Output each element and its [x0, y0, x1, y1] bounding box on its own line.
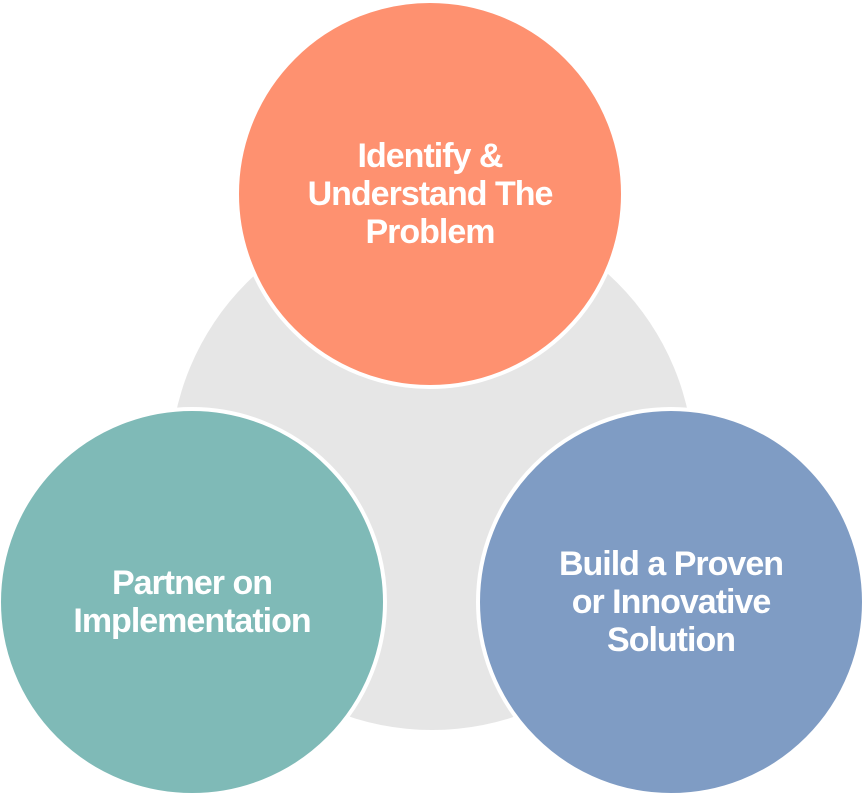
- build-solution-label: Build a Proven or Innovative Solution: [558, 545, 784, 659]
- build-solution-circle: Build a Proven or Innovative Solution: [476, 407, 866, 797]
- identify-problem-label: Identify & Understand The Problem: [307, 137, 554, 251]
- partner-implementation-circle: Partner on Implementation: [0, 407, 387, 797]
- identify-problem-circle: Identify & Understand The Problem: [235, 0, 625, 389]
- partner-implementation-label: Partner on Implementation: [73, 564, 311, 640]
